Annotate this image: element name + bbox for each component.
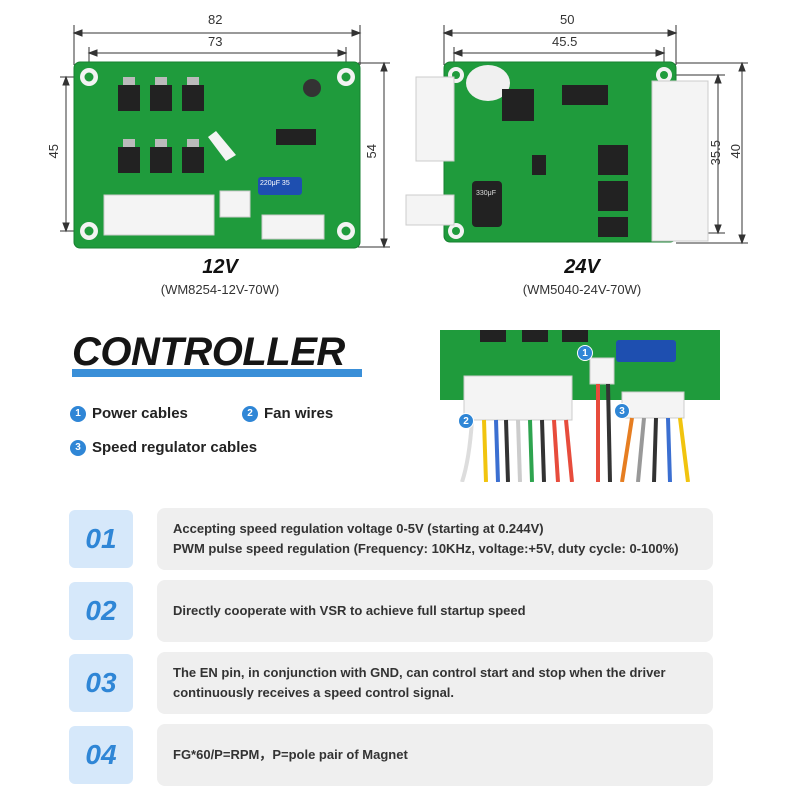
legend-power-cables: 1 Power cables <box>70 405 188 422</box>
dim-24v-outer-height: 40 <box>728 144 743 159</box>
legend-badge-2: 2 <box>242 405 258 422</box>
legend-label-fan-wires: Fan wires <box>264 405 334 422</box>
dim-12v-inner-width: 73 <box>208 34 223 49</box>
heading-underline <box>72 369 362 377</box>
feature-box-03: The EN pin, in conjunction with GND, can… <box>157 652 713 714</box>
feature-01-line-1: Accepting speed regulation voltage 0-5V … <box>173 521 544 536</box>
legend-label-power-cables: Power cables <box>92 405 188 422</box>
board-12v-title: 12V <box>202 256 238 278</box>
controller-photo <box>440 330 720 482</box>
dim-24v-inner-width: 45.5 <box>552 34 578 49</box>
feature-box-01: Accepting speed regulation voltage 0-5V … <box>157 508 713 570</box>
board-12v-figure <box>40 5 400 255</box>
dim-12v-outer-width: 82 <box>208 12 223 27</box>
controller-wiring-drawing <box>440 330 720 482</box>
feature-04-line-1: FG*60/P=RPM，P=pole pair of Magnet <box>173 747 408 762</box>
feature-box-04: FG*60/P=RPM，P=pole pair of Magnet <box>157 724 713 786</box>
feature-number-01: 01 <box>69 510 133 568</box>
dim-12v-inner-height: 45 <box>46 144 61 159</box>
right-cap-label: 330μF <box>476 190 496 197</box>
photo-badge-2: 2 <box>458 413 474 429</box>
legend-badge-3: 3 <box>70 439 86 456</box>
feature-02-line-1: Directly cooperate with VSR to achieve f… <box>173 603 526 618</box>
dim-12v-outer-height: 54 <box>364 144 379 159</box>
legend-badge-1: 1 <box>70 405 86 422</box>
legend-speed-regulator-cables: 3 Speed regulator cables <box>70 439 257 456</box>
board-24v-figure <box>400 5 760 255</box>
feature-number-04: 04 <box>69 726 133 784</box>
photo-badge-1: 1 <box>577 345 593 361</box>
controller-heading: CONTROLLER <box>72 330 345 374</box>
feature-03-line-2: continuously receives a speed control si… <box>173 685 455 700</box>
legend-fan-wires: 2 Fan wires <box>242 405 333 422</box>
feature-number-02: 02 <box>69 582 133 640</box>
feature-03-line-1: The EN pin, in conjunction with GND, can… <box>173 665 666 680</box>
board-24v-drawing <box>405 25 748 245</box>
legend-label-speed-regulator: Speed regulator cables <box>92 439 258 456</box>
dim-24v-inner-height: 35.5 <box>708 140 723 166</box>
board-24v-title: 24V <box>564 256 600 278</box>
feature-01-line-2: PWM pulse speed regulation (Frequency: 1… <box>173 541 679 556</box>
board-24v-model: (WM5040-24V-70W) <box>522 282 642 297</box>
feature-number-03: 03 <box>69 654 133 712</box>
left-cap-label: 220μF 35 <box>260 180 290 187</box>
board-12v-model: (WM8254-12V-70W) <box>160 282 280 297</box>
board-12v-drawing <box>60 25 390 249</box>
photo-badge-3: 3 <box>614 403 630 419</box>
feature-box-02: Directly cooperate with VSR to achieve f… <box>157 580 713 642</box>
dim-24v-outer-width: 50 <box>560 12 575 27</box>
